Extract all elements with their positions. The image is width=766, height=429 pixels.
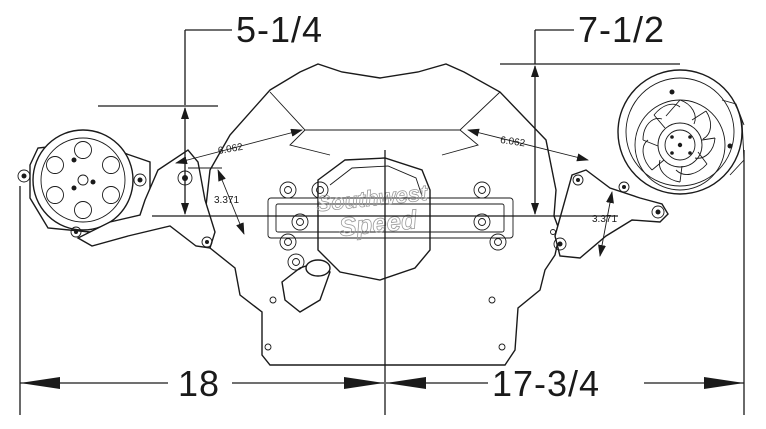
water-pump <box>617 69 745 195</box>
dim-small-left-line <box>217 169 245 235</box>
dim-diag-right-label: 6.062 <box>499 135 526 149</box>
dim-top-right-label: 7-1/2 <box>578 9 665 50</box>
right-bracket-bolt-c <box>651 205 665 219</box>
right-bracket-pivot <box>572 174 584 186</box>
timing-cover <box>317 157 431 281</box>
dim-bottom-right-label: 17-3/4 <box>492 363 600 404</box>
right-bracket-bolt-a <box>553 237 567 251</box>
dim-small-right-label: 3.371 <box>592 214 617 225</box>
dim-diag-left-label: 6.062 <box>217 142 244 157</box>
dim-small-right-line <box>598 191 614 257</box>
block-bolt-holes <box>264 181 556 351</box>
front-plate-inner <box>275 203 505 233</box>
front-plate <box>267 197 514 239</box>
dim-small-left-label: 3.371 <box>214 195 239 206</box>
filter-cap <box>305 259 331 277</box>
dim-diag-left-line <box>175 128 303 165</box>
dim-bottom-left-label: 18 <box>178 363 220 404</box>
left-bracket-bolt <box>201 236 213 248</box>
right-bracket-bolt-b <box>618 181 630 193</box>
engine-valley <box>269 91 501 131</box>
dim-top-left-label: 5-1/4 <box>236 9 323 50</box>
dim-diag-right-line <box>467 128 589 162</box>
timing-cover-inner <box>329 165 423 197</box>
